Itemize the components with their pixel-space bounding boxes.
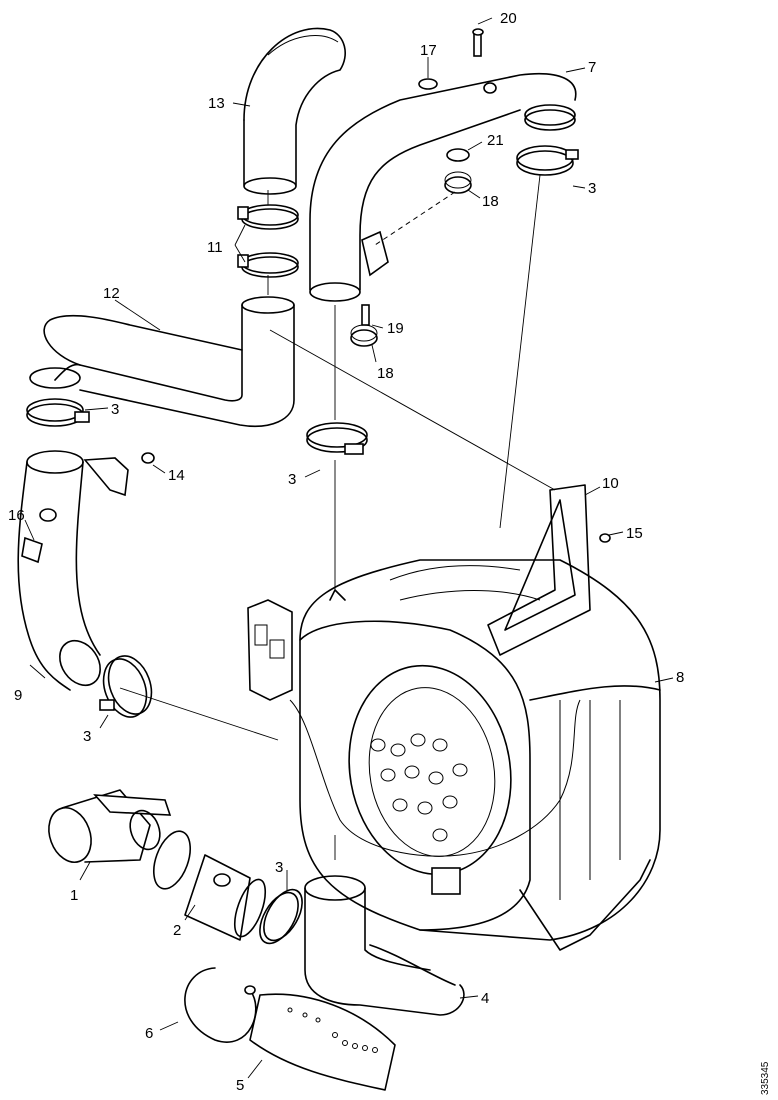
sensor-unit (247, 599, 293, 701)
callout-9: 9 (14, 687, 22, 704)
callout-18-upper: 18 (482, 193, 499, 210)
part-9-down-pipe (17, 450, 129, 691)
callout-3-lower-left: 3 (83, 728, 91, 745)
callout-8: 8 (676, 669, 684, 686)
callout-17: 17 (420, 42, 437, 59)
callout-6: 6 (145, 1025, 153, 1042)
callout-18-lower: 18 (377, 365, 394, 382)
callout-20: 20 (500, 10, 517, 27)
part-17-nut (418, 78, 497, 94)
part-3-clamp-mid-left (26, 398, 90, 427)
callout-labels: 20 17 7 13 21 3 18 11 12 19 18 3 14 3 10… (8, 10, 771, 1095)
assembly-lines (119, 174, 556, 860)
part-20-bolt (472, 28, 484, 57)
callout-7: 7 (588, 59, 596, 76)
perforation-holes (370, 733, 468, 842)
callout-3-center: 3 (288, 471, 296, 488)
part-10-bracket (487, 484, 591, 656)
part-15-screw (599, 533, 611, 543)
figure-reference-number: 335345 (760, 1061, 771, 1095)
part-19-bolt (361, 304, 370, 326)
callout-15: 15 (626, 525, 643, 542)
callout-4: 4 (481, 990, 489, 1007)
callout-5: 5 (236, 1077, 244, 1094)
part-3-clamp-top-right (516, 145, 579, 176)
callout-11: 11 (207, 239, 223, 256)
part-18-mount-lower (350, 324, 378, 347)
part-4-lower-elbow (304, 875, 465, 1016)
part-8-silencer-housing (299, 559, 661, 951)
callout-1: 1 (70, 887, 78, 904)
part-3-clamp-center (306, 422, 368, 455)
part-13-elbow-pipe (243, 27, 346, 195)
callout-14: 14 (168, 467, 185, 484)
part-3-clamp-lower-left (99, 655, 153, 718)
part-5-heat-shield (249, 993, 396, 1091)
callout-10: 10 (602, 475, 619, 492)
part-16-sensor (21, 536, 43, 564)
shield-holes (287, 1007, 378, 1053)
connector (431, 867, 461, 895)
part-12-connecting-pipe (29, 296, 295, 427)
part-6-strap (184, 967, 257, 1043)
callout-19: 19 (387, 320, 404, 337)
part-21-washer (446, 148, 470, 162)
callout-3-mid-left: 3 (111, 401, 119, 418)
part-2-adapter-pipe (152, 830, 267, 941)
part-14-nut (141, 452, 155, 464)
callout-21: 21 (487, 132, 504, 149)
part-11-clamps (237, 204, 299, 278)
callout-3-bottom: 3 (275, 859, 283, 876)
part-7-upper-pipe (309, 72, 577, 302)
callout-2: 2 (173, 922, 181, 939)
callout-3-top-right: 3 (588, 180, 596, 197)
callout-12: 12 (103, 285, 120, 302)
leader-lines (24, 17, 674, 1079)
part-18-mount-upper (444, 171, 472, 194)
part-3-clamp-bottom (259, 888, 303, 945)
part-1-throttle-valve (48, 789, 172, 863)
callout-13: 13 (208, 95, 225, 112)
callout-16: 16 (8, 507, 25, 524)
